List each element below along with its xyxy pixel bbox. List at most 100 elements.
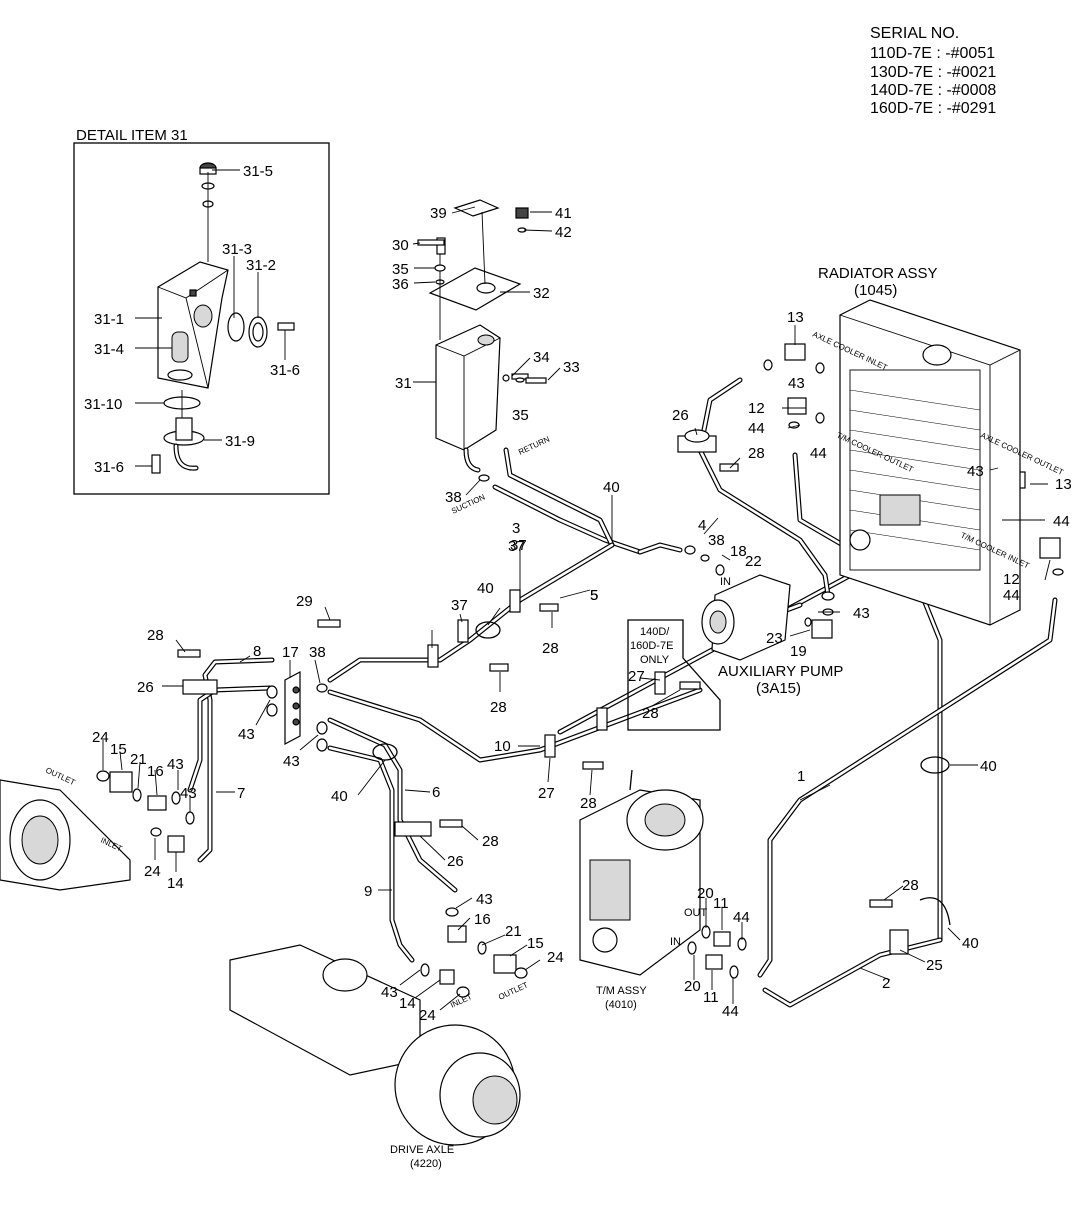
callout: 31-10: [84, 396, 122, 413]
hose-8: [187, 685, 273, 793]
callout: 43: [853, 605, 870, 622]
callout: 24: [144, 863, 161, 880]
callout: 21: [505, 923, 522, 940]
detail-title: DETAIL ITEM 31: [76, 127, 188, 144]
callout: 11: [703, 989, 719, 1006]
callout: 44: [722, 1003, 739, 1020]
callout: 6: [432, 784, 440, 801]
auxiliary-pump: IN AUXILIARY PUMP (3A15): [701, 564, 843, 697]
callout: 13: [1055, 476, 1072, 493]
callout: 25: [926, 957, 943, 974]
callout: 28: [147, 627, 164, 644]
callout: 31-6: [94, 459, 124, 476]
callout: 31-5: [243, 163, 273, 180]
radiator-cap: [922, 344, 952, 366]
port-tag: RETURN: [517, 434, 551, 456]
callout: 5: [590, 587, 598, 604]
callout: 15: [527, 935, 544, 952]
callout: 30: [392, 237, 409, 254]
callout: 36: [392, 276, 409, 293]
callout: 27: [628, 668, 645, 685]
tank-body: [435, 324, 501, 451]
hose-routing: [187, 377, 1058, 1008]
aux-pump-name: AUXILIARY PUMP: [718, 663, 843, 680]
callout: 39: [430, 205, 447, 222]
washer-24: [96, 770, 110, 782]
fittings: [96, 239, 1064, 998]
callout: 26: [137, 679, 154, 696]
clamp-26c: [394, 821, 432, 837]
fitting-14: [167, 835, 185, 853]
port-tag: OUTLET: [497, 980, 530, 1002]
callout: 31-3: [222, 241, 252, 258]
detail-bolt: [277, 322, 295, 331]
callout: 44: [748, 420, 765, 437]
callout: 13: [787, 309, 804, 326]
callout: 28: [902, 877, 919, 894]
model-note: 140D/ 160D-7E ONLY: [627, 619, 721, 731]
callout: 28: [490, 699, 507, 716]
callout: 43: [476, 891, 493, 908]
elbow-12: [787, 397, 807, 415]
callout: 40: [980, 758, 997, 775]
callout: 31-9: [225, 433, 255, 450]
callout: 44: [810, 445, 827, 462]
tube-2: [762, 937, 943, 1008]
elbow-16: [147, 795, 167, 811]
radiator-name: RADIATOR ASSY: [818, 265, 937, 282]
callout: 43: [381, 984, 398, 1001]
callout: 43: [167, 756, 184, 773]
axle-code: (4220): [410, 1158, 442, 1170]
serial-block: SERIAL NO. 110D-7E : -#0051 130D-7E : -#…: [870, 25, 996, 117]
bolt-28: [719, 463, 739, 472]
note-line: 140D/: [640, 626, 670, 638]
callout: 22: [745, 553, 762, 570]
callout: 31-4: [94, 341, 124, 358]
callout: 23: [766, 630, 783, 647]
callout: 37: [451, 597, 468, 614]
clamp-26b: [182, 679, 218, 695]
callout: 26: [672, 407, 689, 424]
callout: 44: [1053, 513, 1070, 530]
callout: 24: [92, 729, 109, 746]
callout: 31-1: [94, 311, 124, 328]
bolt-29: [317, 619, 341, 628]
callout: 43: [238, 726, 255, 743]
callout: 40: [962, 935, 979, 952]
note-line: ONLY: [640, 654, 670, 666]
callout: 18: [730, 543, 747, 560]
callout: 1: [797, 768, 805, 785]
callout: 26: [447, 853, 464, 870]
callout: 40: [331, 788, 348, 805]
callout: 40: [477, 580, 494, 597]
transmission-assembly: OUT IN T/M ASSY (4010): [579, 769, 708, 1011]
radiator-assembly: RADIATOR ASSY (1045) AXLE COOLER INLET T…: [811, 265, 1065, 626]
callout: 28: [748, 445, 765, 462]
detail-31-panel: DETAIL ITEM 31: [73, 127, 330, 495]
return-hose: [503, 447, 615, 548]
callout: 31-6: [270, 362, 300, 379]
callout: 5: [590, 587, 598, 604]
callout: 12: [1003, 571, 1020, 588]
bolt-33: [525, 377, 547, 384]
callout-leaders: [102, 206, 1051, 1011]
callout: 43: [788, 375, 805, 392]
callout: 7: [237, 785, 245, 802]
aux-pump-code: (3A15): [756, 680, 801, 697]
detail-gasket: [227, 312, 245, 342]
callout: 33: [563, 359, 580, 376]
callout: 15: [110, 741, 127, 758]
callout: 28: [542, 640, 559, 657]
callout: 4: [698, 517, 706, 534]
callout: 24: [419, 1007, 436, 1024]
callout: 16: [147, 763, 164, 780]
radiator-code: (1045): [854, 282, 897, 299]
callout: 20: [697, 885, 714, 902]
serial-line: 130D-7E : -#0021: [870, 64, 996, 81]
callout: 27: [538, 785, 555, 802]
callout: 19: [790, 643, 807, 660]
tm-name: T/M ASSY: [596, 985, 647, 997]
breather-cap: [453, 199, 500, 217]
